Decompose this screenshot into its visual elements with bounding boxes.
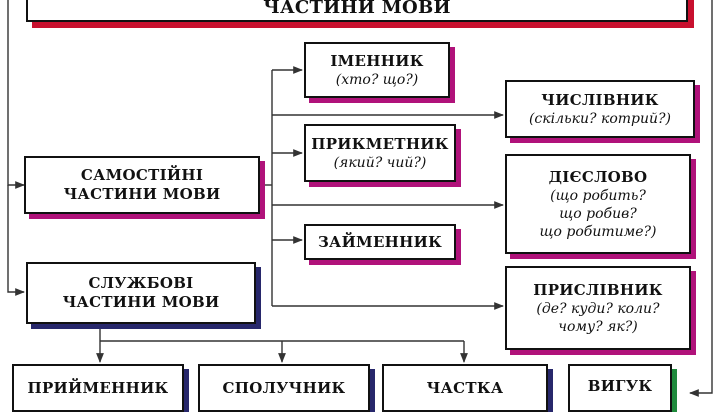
noun-title: ІМЕННИК bbox=[330, 51, 424, 70]
independent-title-line1: САМОСТІЙНІ bbox=[80, 166, 204, 184]
adverb-question-line1: (де? куди? коли? bbox=[536, 300, 660, 317]
adjective-question: (який? чий?) bbox=[333, 154, 427, 171]
conjunction-box: СПОЛУЧНИК bbox=[198, 364, 370, 412]
verb-box: ДІЄСЛОВО (що робить? що робив? що робити… bbox=[505, 154, 691, 254]
conjunction-title: СПОЛУЧНИК bbox=[222, 379, 346, 397]
noun-question: (хто? що?) bbox=[335, 71, 419, 88]
independent-parts-box: САМОСТІЙНІ ЧАСТИНИ МОВИ bbox=[24, 156, 260, 214]
particle-box: ЧАСТКА bbox=[382, 364, 548, 412]
title-box: ЧАСТИНИ МОВИ bbox=[26, 0, 688, 22]
preposition-title: ПРИЙМЕННИК bbox=[27, 379, 169, 397]
verb-question-line2: що робив? bbox=[559, 205, 637, 222]
verb-question-line3: що робитиме?) bbox=[539, 223, 657, 240]
pronoun-box: ЗАЙМЕННИК bbox=[304, 224, 456, 260]
arrow-title-to-independent bbox=[7, 0, 25, 189]
adverb-box: ПРИСЛІВНИК (де? куди? коли? чому? як?) bbox=[505, 266, 691, 350]
connector-lines bbox=[7, 0, 713, 397]
adverb-question-line2: чому? як?) bbox=[558, 318, 638, 335]
pronoun-title: ЗАЙМЕННИК bbox=[317, 232, 443, 251]
arrow-title-to-auxiliary bbox=[7, 185, 25, 296]
interjection-box: ВИГУК bbox=[568, 364, 672, 412]
particle-title: ЧАСТКА bbox=[426, 379, 504, 397]
verb-question-line1: (що робить? bbox=[550, 187, 646, 204]
auxiliary-parts-box: СЛУЖБОВІ ЧАСТИНИ МОВИ bbox=[26, 262, 256, 324]
noun-box: ІМЕННИК (хто? що?) bbox=[304, 42, 450, 98]
arrow-title-to-interjection bbox=[689, 0, 713, 397]
preposition-box: ПРИЙМЕННИК bbox=[12, 364, 184, 412]
auxiliary-title-line1: СЛУЖБОВІ bbox=[88, 274, 194, 292]
adverb-title: ПРИСЛІВНИК bbox=[533, 280, 663, 299]
page-title: ЧАСТИНИ МОВИ bbox=[263, 0, 451, 18]
auxiliary-title-line2: ЧАСТИНИ МОВИ bbox=[62, 293, 220, 311]
independent-title-line2: ЧАСТИНИ МОВИ bbox=[63, 185, 221, 203]
verb-title: ДІЄСЛОВО bbox=[548, 167, 648, 186]
adjective-box: ПРИКМЕТНИК (який? чий?) bbox=[304, 124, 456, 182]
interjection-title: ВИГУК bbox=[587, 377, 653, 395]
numeral-title: ЧИСЛІВНИК bbox=[541, 90, 659, 109]
numeral-box: ЧИСЛІВНИК (скільки? котрий?) bbox=[505, 80, 695, 138]
numeral-question: (скільки? котрий?) bbox=[528, 110, 672, 127]
adjective-title: ПРИКМЕТНИК bbox=[311, 134, 449, 153]
